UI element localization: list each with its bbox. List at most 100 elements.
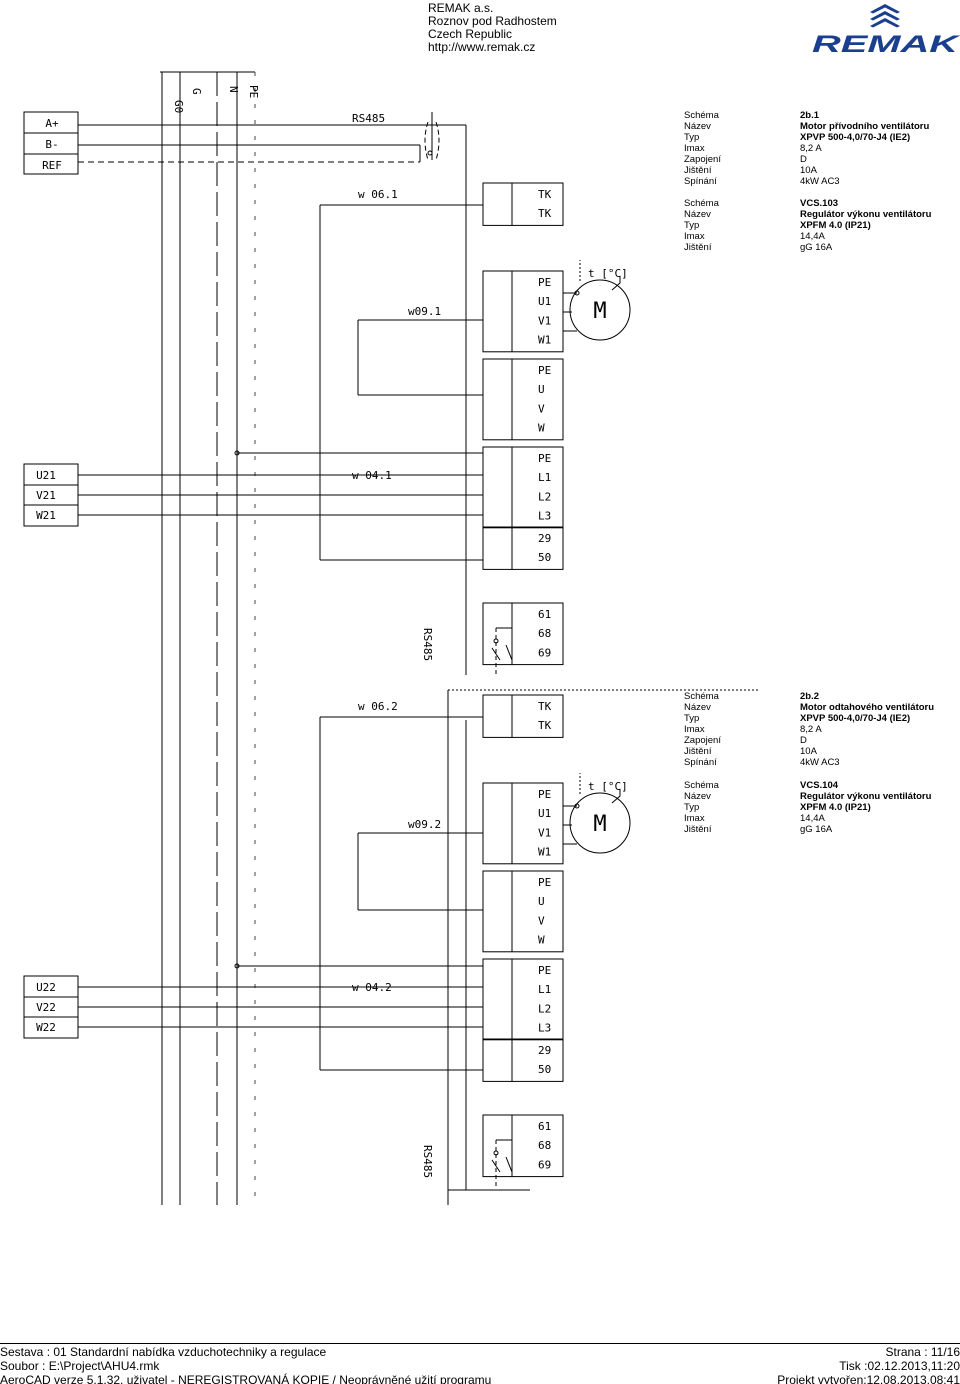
info-value: Motor přívodního ventilátoru (800, 121, 930, 132)
terminal-label: U (538, 383, 545, 396)
terminal-ref: REF (42, 159, 62, 172)
info-value: 8,2 A (800, 724, 822, 735)
terminal-label: U1 (538, 807, 551, 820)
terminal-label: 68 (538, 1139, 551, 1152)
motor-upper: M t [°C] (563, 260, 631, 341)
terminal-label: 69 (538, 646, 551, 659)
info-key: Schéma (684, 198, 719, 209)
info-key: Typ (684, 713, 700, 724)
info-value: D (800, 735, 807, 746)
info-key: Imax (684, 724, 705, 735)
terminal-label: L1 (538, 471, 551, 484)
company-address-line2: Czech Republic (428, 27, 513, 41)
terminal-label: PE (538, 964, 551, 977)
terminal-label: PE (538, 788, 551, 801)
terminal-label: TK (538, 207, 552, 220)
terminal-block (482, 358, 564, 441)
terminal-block (482, 526, 564, 570)
info-key: Název (684, 121, 711, 132)
terminal-label: 61 (538, 1120, 551, 1133)
terminal-label: 50 (538, 1063, 551, 1076)
info-value: 14,4A (800, 813, 825, 824)
info-value: gG 16A (800, 824, 833, 835)
info-key: Jištění (684, 824, 712, 835)
info-value: Motor odtahového ventilátoru (800, 702, 935, 713)
motor-lower-symbol: M (593, 812, 606, 837)
footer-soubor: Soubor : E:\Project\AHU4.rmk (0, 1359, 160, 1373)
company-name: REMAK a.s. (428, 1, 494, 15)
bus-lines (160, 71, 256, 1205)
terminal-label: TK (538, 719, 552, 732)
info-key: Název (684, 702, 711, 713)
info-key: Název (684, 209, 711, 220)
supply-block-upper: U21 V21 W21 (23, 450, 483, 527)
info-key: Název (684, 791, 711, 802)
info-row: Název Motor přívodního ventilátoru (684, 121, 929, 132)
info-key: Zapojení (684, 735, 721, 746)
wiring-lower: w 06.2 w09.2 w 04.2 (319, 690, 530, 1205)
info-value: VCS.104 (800, 780, 839, 791)
info-value: Regulátor výkonu ventilátoru (800, 209, 932, 220)
relay-contact-upper (491, 627, 513, 676)
wire-label-w091: w09.1 (408, 305, 441, 318)
rs485-lower-label: RS485 (421, 1145, 434, 1178)
info-value: 2b.1 (800, 110, 820, 121)
footer: Sestava : 01 Standardní nabídka vzduchot… (0, 1343, 960, 1384)
bus-label-pe: PE (247, 85, 260, 98)
logo-text: REMAK (812, 31, 960, 54)
company-url[interactable]: http://www.remak.cz (428, 40, 536, 54)
bus-labels: G0 G N PE (172, 85, 260, 113)
info-value: XPVP 500-4,0/70-J4 (IE2) (800, 132, 911, 143)
bus-input-block: RS485 A+ B- REF (23, 111, 467, 675)
info-value: VCS.103 (800, 198, 839, 209)
company-address-line1: Roznov pod Radhostem (428, 14, 557, 28)
motor-upper-symbol: M (593, 299, 606, 324)
wire-label-w062: w 06.2 (358, 700, 398, 713)
terminal-block (482, 1114, 564, 1178)
motor-upper-circle (569, 279, 631, 341)
terminal-block (482, 694, 564, 738)
terminal-label: W1 (538, 846, 551, 859)
terminal-w21: W21 (36, 509, 56, 522)
terminal-u22: U22 (36, 981, 56, 994)
info-key: Spínání (684, 757, 717, 768)
info-key: Imax (684, 813, 705, 824)
terminal-block (482, 270, 564, 353)
footer-projekt: Projekt vytvořen:12.08.2013,08:41 (777, 1373, 960, 1384)
relay-contact-lower (491, 1139, 513, 1188)
footer-row-3: AeroCAD verze 5.1.32, uživatel - NEREGIS… (0, 1372, 960, 1384)
terminal-label: 29 (538, 532, 551, 545)
info-value: gG 16A (800, 242, 833, 253)
info-key: Imax (684, 143, 705, 154)
terminal-label: L2 (538, 1002, 551, 1015)
info-key: Zapojení (684, 154, 721, 165)
terminal-block (482, 782, 564, 865)
bus-label-g: G (190, 88, 203, 95)
terminal-label: L1 (538, 983, 551, 996)
terminal-w22: W22 (36, 1021, 56, 1034)
info-key: Jištění (684, 746, 712, 757)
terminal-a-plus: A+ (45, 117, 59, 130)
info-value: 10A (800, 165, 817, 176)
motor-lower-circle (569, 792, 631, 854)
info-value: XPFM 4.0 (IP21) (800, 220, 871, 231)
info-row: Název Motor odtahového ventilátoru (684, 702, 934, 713)
terminal-b-minus: B- (45, 138, 58, 151)
terminal-block (482, 958, 564, 1041)
wire-label-w061: w 06.1 (358, 188, 398, 201)
terminal-label: V1 (538, 314, 551, 327)
terminal-block (482, 602, 564, 666)
